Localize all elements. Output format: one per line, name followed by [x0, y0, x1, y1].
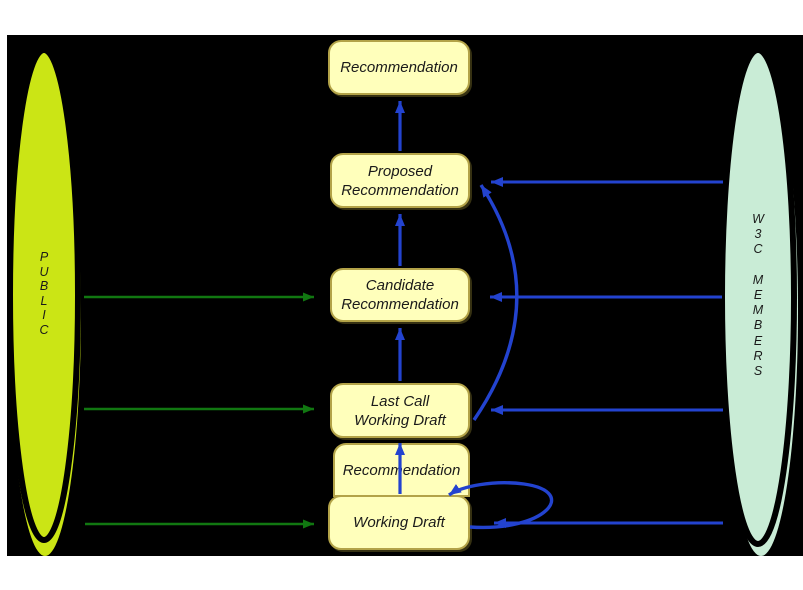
box-working-draft-label: Working Draft — [353, 514, 445, 531]
box-recommendation-behind: Recommendation — [333, 443, 470, 497]
box-recommendation-final: Recommendation — [328, 40, 470, 95]
box-last-call-working-draft-label: Last Call Working Draft — [354, 392, 446, 429]
box-proposed-recommendation: Proposed Recommendation — [330, 153, 470, 208]
box-last-call-working-draft: Last Call Working Draft — [330, 383, 470, 438]
box-proposed-recommendation-label: Proposed Recommendation — [341, 162, 459, 199]
box-recommendation-behind-label: Recommendation — [342, 461, 461, 479]
box-working-draft: Working Draft — [328, 495, 470, 550]
box-candidate-recommendation-label: Candidate Recommendation — [341, 277, 459, 313]
public-ellipse-label: P U B L I C — [39, 250, 49, 337]
box-recommendation-final-label: Recommendation — [340, 59, 458, 76]
box-candidate-recommendation: Candidate Recommendation — [330, 268, 470, 322]
members-ellipse-label: W 3 C M E M B E R S — [752, 212, 764, 379]
